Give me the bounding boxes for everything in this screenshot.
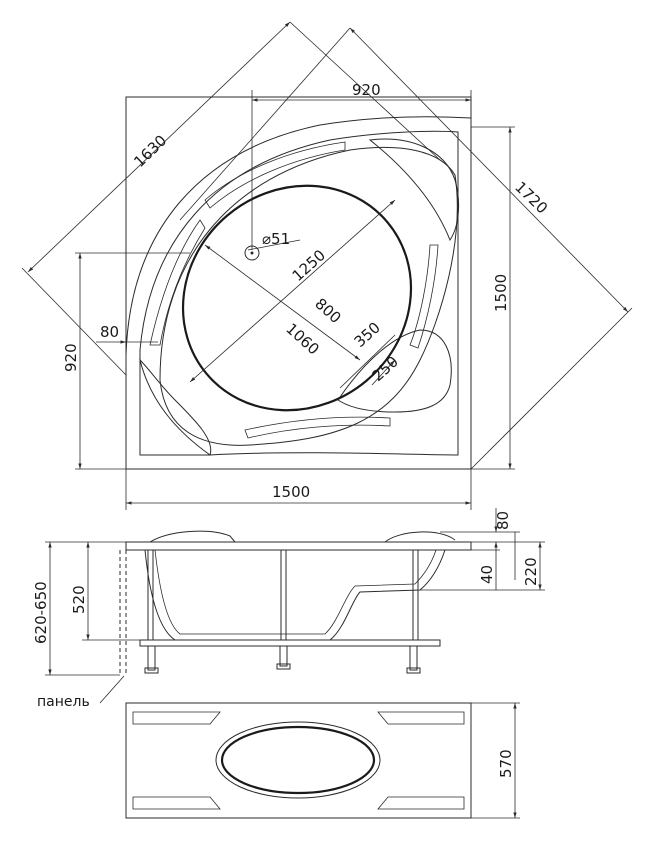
side-tub-inner	[154, 549, 437, 635]
dim-right-height: 1500	[492, 274, 510, 312]
dim-bottom-width: 1500	[272, 483, 310, 501]
front-oval-outer	[215, 721, 381, 799]
front-rib-top-left	[132, 711, 221, 725]
dim-drain-diameter: ⌀51	[262, 230, 290, 248]
side-view: панель 620-650 520 80 40 220	[32, 508, 545, 710]
front-view: 570	[125, 702, 520, 819]
frame-bottom	[139, 639, 441, 647]
dim-short-axis: 800	[311, 295, 344, 328]
dim-top-width: 920	[352, 81, 381, 99]
front-rib-bottom-left	[132, 796, 221, 810]
armrest-left	[149, 219, 206, 346]
dim-diagonal-right: 1720	[511, 178, 551, 217]
side-headrest-right	[384, 531, 456, 543]
front-rib-bottom-right	[377, 796, 465, 810]
leg-2-foot	[276, 663, 291, 670]
dim-rim-height: 220	[522, 557, 540, 586]
dim-seat-depth: 350	[351, 318, 384, 351]
top-view: 920 1500 1500 920 80 1630 1720	[21, 21, 633, 510]
dim-long-axis: 1250	[289, 246, 329, 285]
dim-left-height: 920	[62, 343, 80, 372]
bowl-oval	[181, 184, 413, 412]
leg-2	[279, 645, 288, 667]
front-oval-inner	[220, 725, 376, 795]
dim-panel-height: 570	[497, 749, 515, 778]
side-rim	[125, 541, 472, 551]
dim-diagonal-outer: 1630	[130, 131, 170, 170]
leg-1	[147, 645, 156, 671]
tub-outer-rim	[125, 116, 472, 470]
armrest-bottom	[244, 416, 391, 439]
dim-rim-top: 80	[494, 511, 512, 530]
dim-rim-small: 40	[478, 565, 496, 584]
headrest-bottom-left	[139, 358, 212, 456]
side-tub-body	[144, 549, 446, 641]
front-rib-top-right	[377, 711, 465, 725]
headrest-top-right	[368, 138, 460, 242]
dim-rim-offset: 80	[100, 323, 119, 341]
dim-side-total-height: 620-650	[32, 581, 50, 644]
leg-3-foot	[406, 667, 421, 674]
dim-side-inner-height: 520	[70, 585, 88, 614]
leg-3	[409, 645, 418, 671]
armrest-top	[204, 141, 346, 209]
drain-center	[250, 251, 254, 255]
side-headrest-left	[149, 530, 236, 543]
front-panel	[125, 702, 472, 819]
panel-label: панель	[37, 694, 90, 710]
leg-1-foot	[144, 667, 159, 674]
dim-cross-axis: 1060	[282, 320, 322, 359]
